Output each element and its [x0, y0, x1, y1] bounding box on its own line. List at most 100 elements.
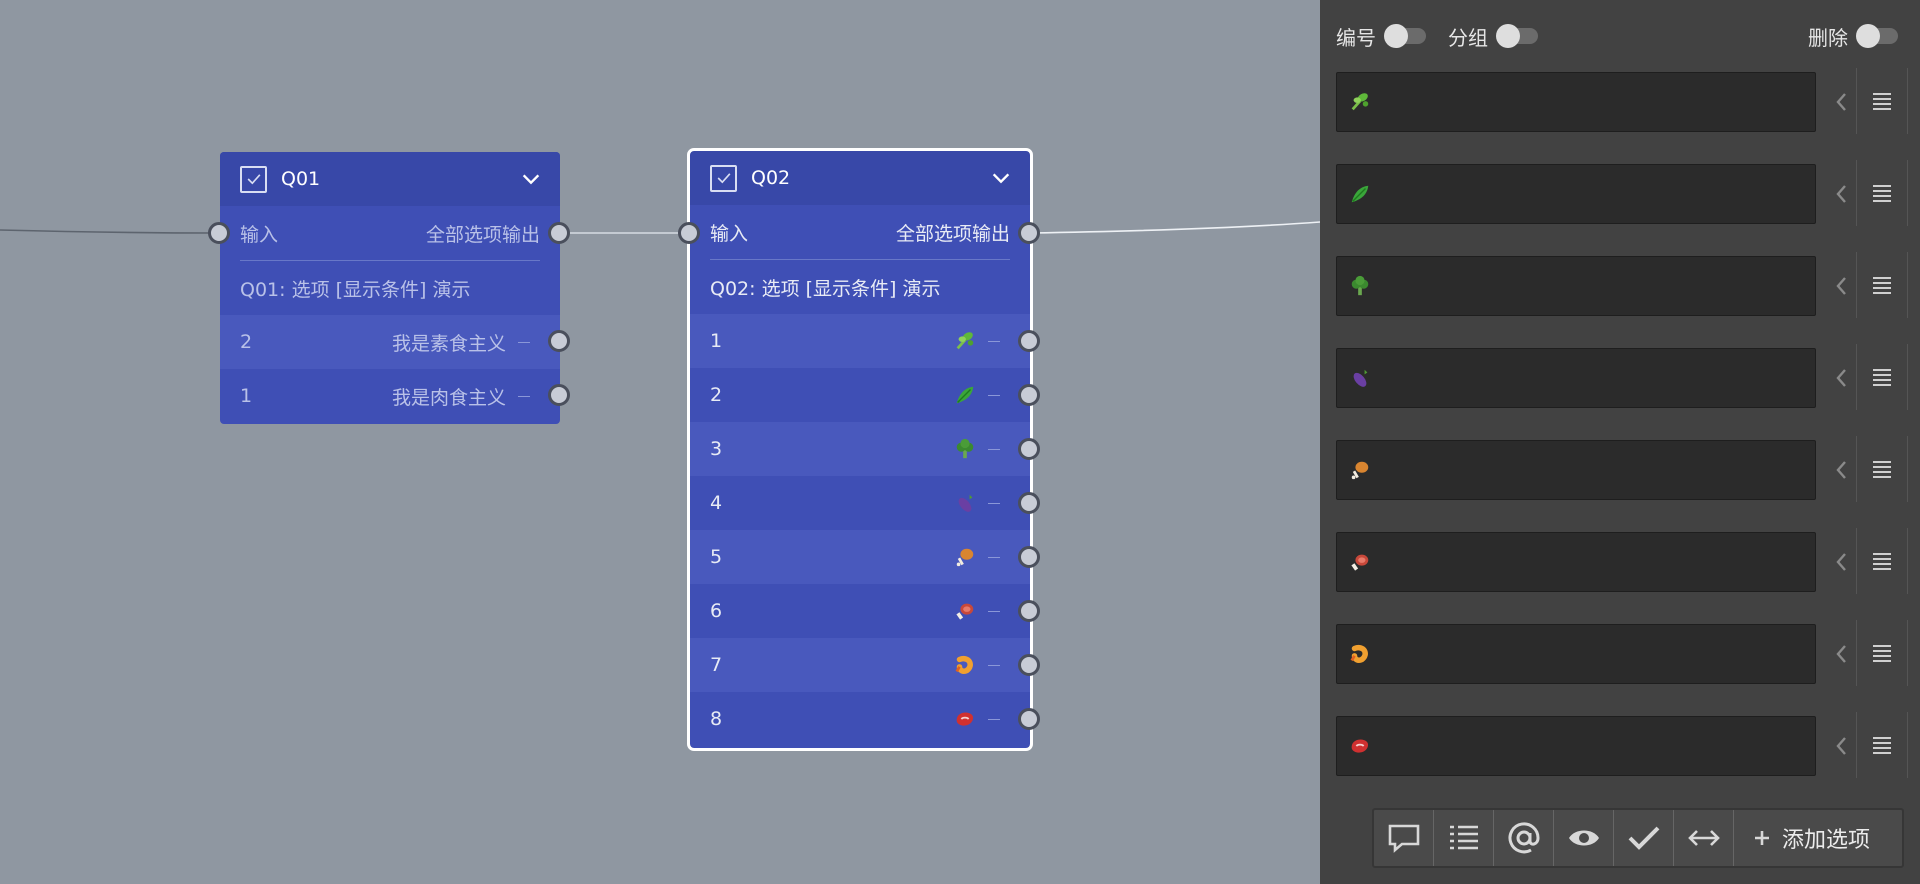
option-item: [1336, 528, 1910, 594]
chevron-left-icon[interactable]: [1830, 90, 1854, 114]
node-q02-header[interactable]: Q02: [690, 151, 1030, 205]
eggplant-icon: [954, 492, 976, 514]
wire-into-q01: [0, 229, 221, 234]
option-row[interactable]: 2 我是素食主义: [220, 315, 560, 369]
numbering-toggle[interactable]: [1384, 24, 1426, 48]
io-row: 输入 全部选项输出: [220, 206, 560, 260]
option-item: [1336, 68, 1910, 134]
option-menu-button[interactable]: [1856, 436, 1908, 502]
option-input[interactable]: [1336, 72, 1816, 132]
option-toolbar: 添加选项: [1372, 808, 1904, 868]
option-menu-button[interactable]: [1856, 68, 1908, 134]
chevron-left-icon[interactable]: [1830, 550, 1854, 574]
checkbox-icon[interactable]: [240, 165, 267, 193]
flow-canvas[interactable]: Q01 输入 全部选项输出 Q01: 选项 [显示条件] 演示 2 我是素食主义…: [0, 0, 1320, 884]
validate-button[interactable]: [1614, 810, 1674, 866]
option-input[interactable]: [1336, 532, 1816, 592]
chevron-left-icon[interactable]: [1830, 274, 1854, 298]
broccoli-icon: [1349, 275, 1371, 297]
grouping-toggle[interactable]: [1496, 24, 1538, 48]
option-menu-button[interactable]: [1856, 528, 1908, 594]
option-item: [1336, 436, 1910, 502]
output-port-all[interactable]: [548, 222, 570, 244]
connector-dash: [988, 610, 1000, 612]
input-label: 输入: [240, 223, 279, 246]
option-menu-button[interactable]: [1856, 252, 1908, 318]
option-menu-button[interactable]: [1856, 160, 1908, 226]
option-index: 2: [710, 384, 723, 406]
option-row[interactable]: 7: [690, 638, 1030, 692]
option-port[interactable]: [548, 384, 570, 406]
node-q02[interactable]: Q02 输入 全部选项输出 Q02: 选项 [显示条件] 演示 1 2 3 4: [678, 148, 1040, 751]
checkbox-icon[interactable]: [710, 164, 737, 192]
comment-button[interactable]: [1374, 810, 1434, 866]
option-row[interactable]: 5: [690, 530, 1030, 584]
numbering-toggle-group: 编号: [1336, 22, 1426, 51]
connector-dash: [518, 341, 530, 343]
meat-on-bone-icon: [1349, 551, 1371, 573]
toggle-knob: [1496, 24, 1520, 48]
option-input[interactable]: [1336, 624, 1816, 684]
menu-icon: [1870, 181, 1894, 205]
chevron-left-icon[interactable]: [1830, 458, 1854, 482]
swap-icon: [1687, 830, 1720, 846]
option-row[interactable]: 6: [690, 584, 1030, 638]
option-input[interactable]: [1336, 440, 1816, 500]
option-menu-button[interactable]: [1856, 712, 1908, 778]
option-item: [1336, 344, 1910, 410]
mention-button[interactable]: [1494, 810, 1554, 866]
chevron-left-icon[interactable]: [1830, 734, 1854, 758]
fried-shrimp-icon: [954, 654, 976, 676]
option-input[interactable]: [1336, 164, 1816, 224]
connector-dash: [988, 664, 1000, 666]
option-row[interactable]: 1 我是肉食主义: [220, 369, 560, 423]
option-input[interactable]: [1336, 256, 1816, 316]
option-port[interactable]: [1018, 600, 1040, 622]
menu-icon: [1870, 641, 1894, 665]
toggle-knob: [1384, 24, 1408, 48]
option-row[interactable]: 3: [690, 422, 1030, 476]
delete-toggle[interactable]: [1856, 24, 1898, 48]
option-input[interactable]: [1336, 348, 1816, 408]
chevron-down-icon[interactable]: [990, 167, 1012, 189]
connector-dash: [988, 718, 1000, 720]
fried-shrimp-icon: [1349, 643, 1371, 665]
chevron-down-icon[interactable]: [520, 168, 542, 190]
output-label: 全部选项输出: [895, 222, 1010, 245]
input-port[interactable]: [678, 222, 700, 244]
chevron-left-icon[interactable]: [1830, 642, 1854, 666]
option-row[interactable]: 2: [690, 368, 1030, 422]
chevron-left-icon[interactable]: [1830, 366, 1854, 390]
eye-icon: [1568, 830, 1599, 846]
chevron-left-icon[interactable]: [1830, 182, 1854, 206]
option-menu-button[interactable]: [1856, 620, 1908, 686]
node-q01[interactable]: Q01 输入 全部选项输出 Q01: 选项 [显示条件] 演示 2 我是素食主义…: [208, 152, 570, 424]
steak-icon: [954, 708, 976, 730]
option-port[interactable]: [1018, 654, 1040, 676]
option-port[interactable]: [1018, 708, 1040, 730]
list-button[interactable]: [1434, 810, 1494, 866]
option-port[interactable]: [548, 330, 570, 352]
option-port[interactable]: [1018, 330, 1040, 352]
node-q01-header[interactable]: Q01: [220, 152, 560, 206]
option-port[interactable]: [1018, 546, 1040, 568]
input-port[interactable]: [208, 222, 230, 244]
option-row[interactable]: 4: [690, 476, 1030, 530]
option-port[interactable]: [1018, 384, 1040, 406]
add-option-button[interactable]: 添加选项: [1734, 822, 1870, 854]
option-row[interactable]: 1: [690, 314, 1030, 368]
option-row[interactable]: 8: [690, 692, 1030, 746]
options-panel: 编号 分组 删除: [1320, 0, 1920, 884]
option-port[interactable]: [1018, 492, 1040, 514]
option-port[interactable]: [1018, 438, 1040, 460]
grouping-label: 分组: [1448, 25, 1488, 50]
wire-out-of-q02: [1029, 221, 1320, 234]
option-input[interactable]: [1336, 716, 1816, 776]
swap-button[interactable]: [1674, 810, 1734, 866]
visibility-button[interactable]: [1554, 810, 1614, 866]
delete-toggle-group: 删除: [1808, 22, 1898, 51]
output-port-all[interactable]: [1018, 222, 1040, 244]
option-index: 6: [710, 600, 723, 622]
grouping-toggle-group: 分组: [1448, 22, 1538, 51]
option-menu-button[interactable]: [1856, 344, 1908, 410]
